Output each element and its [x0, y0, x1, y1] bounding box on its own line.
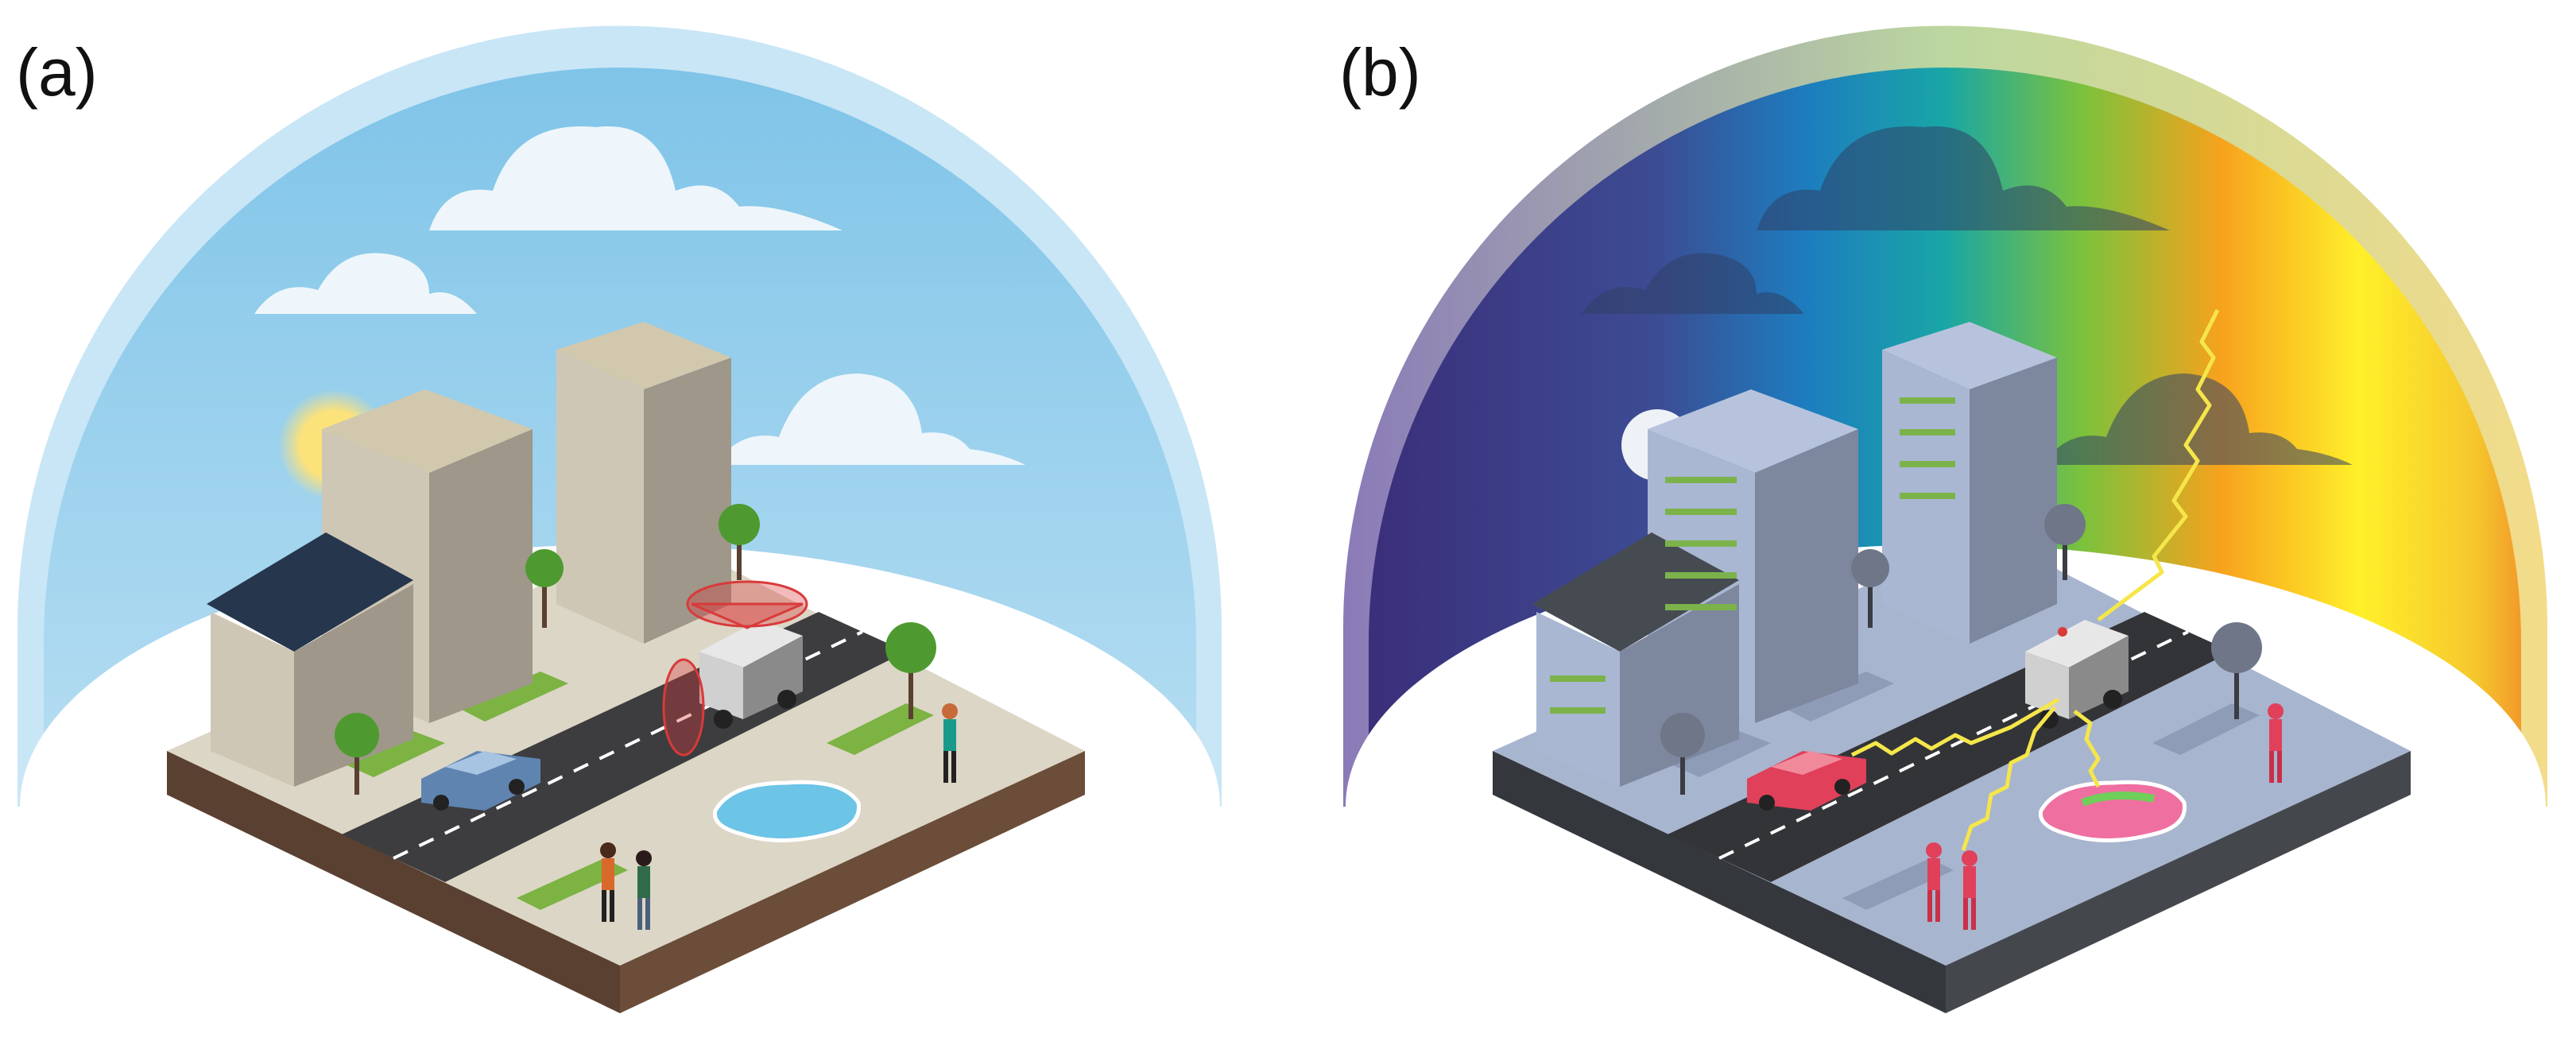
- tree-icon: [335, 713, 379, 795]
- pedestrian-icon: [1962, 850, 1978, 930]
- house: [1532, 532, 1739, 787]
- robot-vehicle-icon: [699, 620, 803, 729]
- puddle-icon: [2038, 780, 2187, 842]
- house: [207, 532, 413, 787]
- ground-slab-night: [1493, 532, 2411, 1013]
- window-grid-night: [1550, 397, 1955, 714]
- panel-label-b: (b): [1339, 35, 1421, 110]
- panel-b: (b): [1327, 25, 2567, 1049]
- tree-icon: [2044, 504, 2086, 580]
- car-icon: [421, 751, 540, 811]
- pedestrian-icon: [600, 842, 616, 922]
- pedestrian-icon: [942, 703, 958, 783]
- tree-icon: [885, 622, 936, 719]
- cloud-icon: [254, 126, 1025, 465]
- tree-icon: [1851, 549, 1889, 628]
- building-tall-back: [556, 322, 731, 644]
- car-icon: [1747, 751, 1866, 811]
- puddle-icon: [712, 780, 861, 842]
- tree-icon: [2211, 622, 2262, 719]
- cloud-icon: [1582, 126, 2353, 465]
- tree-icon: [525, 549, 564, 628]
- tree-icon: [1660, 713, 1705, 795]
- panel-a: (a): [0, 25, 1240, 1049]
- pedestrian-icon: [1926, 842, 1942, 922]
- ground-slab-day: [167, 532, 1085, 1013]
- pedestrian-icon: [2268, 703, 2284, 783]
- pedestrian-icon: [636, 850, 652, 930]
- robot-vehicle-icon: [2025, 620, 2129, 729]
- tree-icon: [719, 504, 760, 580]
- lightning-signal-icon: [1850, 308, 2220, 851]
- building-tall-back: [1882, 322, 2057, 644]
- panel-label-a: (a): [16, 35, 98, 110]
- sensor-field-of-view: [662, 580, 808, 757]
